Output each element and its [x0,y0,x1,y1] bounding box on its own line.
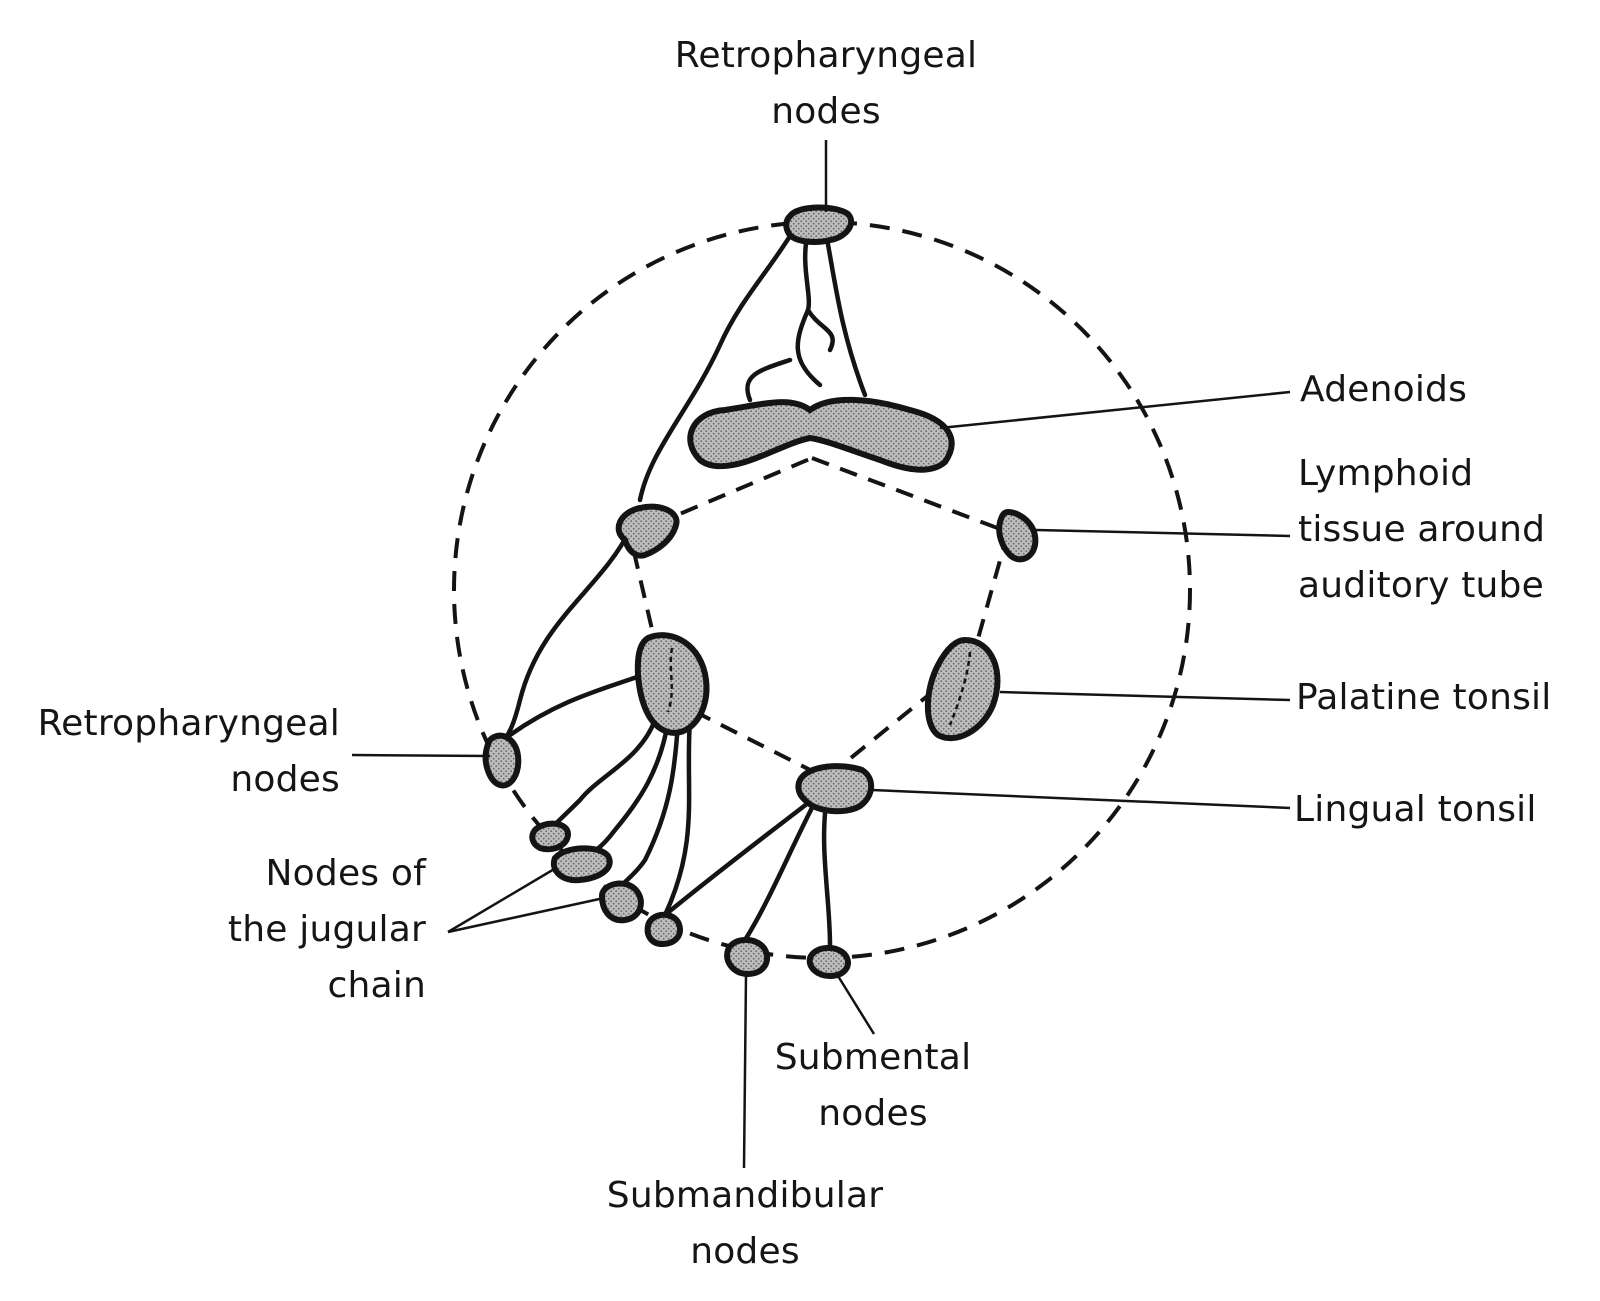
retro-top-line-2: nodes [771,91,881,132]
submandibular-line-1: Submandibular [606,1175,884,1216]
leader-lines [351,140,1291,1169]
submental-node [806,945,851,980]
retro-left-line-1: Retropharyngeal [37,703,340,744]
submental-line-1: Submental [774,1037,972,1078]
lymphoid-line-3: auditory tube [1298,565,1544,606]
submandibular-node [724,937,771,978]
jugular-chain-label: Nodes of the jugular chain [200,846,426,1014]
submental-nodes-label: Submental nodes [760,1030,986,1142]
retropharyngeal-nodes-top-label: Retropharyngeal nodes [662,28,990,140]
jugular-line-2: the jugular [227,909,426,950]
lingual-tonsil [795,763,875,815]
palatine-tonsil-right [924,636,1001,742]
lymphoid-tissue-label: Lymphoid tissue around auditory tube [1298,446,1545,614]
palatine-text: Palatine tonsil [1296,677,1552,718]
palatine-tonsil-label: Palatine tonsil [1296,670,1551,726]
lymphoid-line-1: Lymphoid [1298,453,1474,494]
retro-top-line-1: Retropharyngeal [674,35,978,76]
auditory-tube-tissue-right [996,508,1039,563]
adenoids [687,396,955,473]
palatine-tonsil-left [634,632,710,736]
auditory-tube-tissue-left [615,503,680,559]
submental-line-2: nodes [818,1093,928,1134]
adenoids-text: Adenoids [1300,369,1468,410]
lingual-tonsil-label: Lingual tonsil [1294,782,1537,838]
retropharyngeal-node-left [482,732,522,789]
outer-ring [452,220,1192,960]
submandibular-nodes-label: Submandibular nodes [590,1168,900,1280]
lymphoid-line-2: tissue around [1298,509,1546,550]
jugular-line-3: chain [327,965,426,1006]
retropharyngeal-node-top [783,204,855,245]
adenoids-label: Adenoids [1300,362,1467,418]
submandibular-line-2: nodes [690,1231,800,1272]
retropharyngeal-nodes-left-label: Retropharyngeal nodes [20,696,340,808]
jugular-line-1: Nodes of [265,853,426,894]
lingual-text: Lingual tonsil [1294,789,1537,830]
retro-left-line-2: nodes [230,759,340,800]
lymphatic-vessels [497,225,868,948]
jugular-chain-nodes [529,820,683,948]
